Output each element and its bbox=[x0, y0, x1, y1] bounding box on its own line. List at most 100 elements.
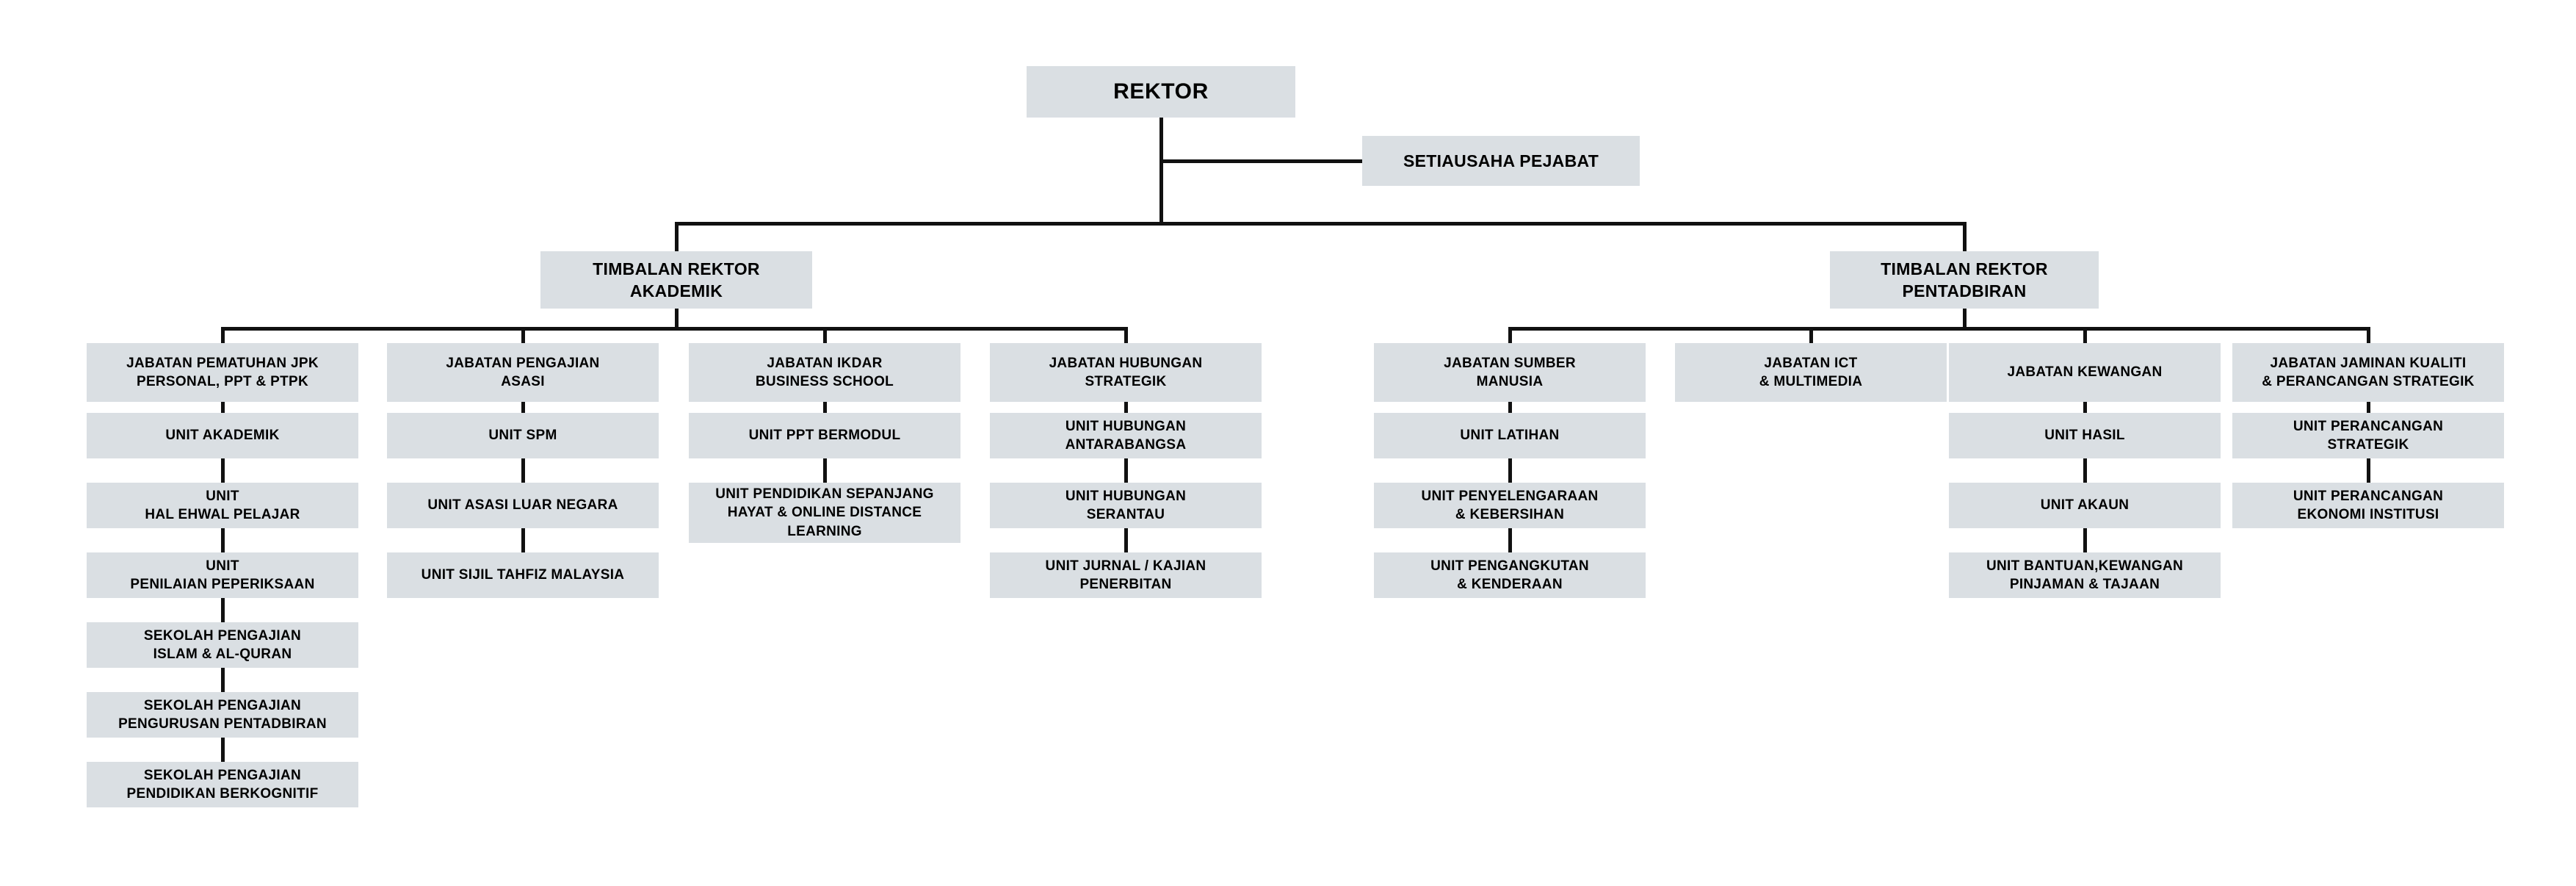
node-sekolah-pengajian-pengurusan-pentadbiran: SEKOLAH PENGAJIAN PENGURUSAN PENTADBIRAN bbox=[87, 692, 358, 738]
node-unit-jurnal-kajian-penerbitan-label: UNIT JURNAL / KAJIAN PENERBITAN bbox=[1045, 558, 1206, 592]
node-unit-hal-ehwal-pelajar-label: UNIT HAL EHWAL PELAJAR bbox=[145, 488, 300, 522]
connector-unit-stub-1-2 bbox=[521, 528, 525, 552]
connector-unit-stub-3-1 bbox=[1124, 458, 1128, 483]
node-jabatan-kewangan-label: JABATAN KEWANGAN bbox=[2007, 364, 2163, 381]
node-unit-hubungan-serantau-label: UNIT HUBUNGAN SERANTAU bbox=[1065, 488, 1187, 522]
node-jabatan-hubungan-strategik-label: JABATAN HUBUNGAN STRATEGIK bbox=[1049, 355, 1203, 389]
node-unit-akademik: UNIT AKADEMIK bbox=[87, 413, 358, 458]
node-jabatan-hubungan-strategik: JABATAN HUBUNGAN STRATEGIK bbox=[990, 343, 1262, 402]
node-timbalan-rektor-akademik-label: TIMBALAN REKTOR AKADEMIK bbox=[593, 259, 760, 300]
node-unit-perancangan-ekonomi-institusi: UNIT PERANCANGAN EKONOMI INSTITUSI bbox=[2232, 483, 2504, 528]
node-unit-hal-ehwal-pelajar: UNIT HAL EHWAL PELAJAR bbox=[87, 483, 358, 528]
node-unit-penilaian-peperiksaan-label: UNIT PENILAIAN PEPERIKSAAN bbox=[130, 558, 315, 592]
connector-unit-stub-1-1 bbox=[521, 458, 525, 483]
node-setiausaha-pejabat-label: SETIAUSAHA PEJABAT bbox=[1403, 151, 1599, 170]
node-unit-pengangkutan-kenderaan-label: UNIT PENGANGKUTAN & KENDERAAN bbox=[1430, 558, 1589, 592]
node-unit-penyelengaraan-kebersihan-label: UNIT PENYELENGARAAN & KEBERSIHAN bbox=[1421, 488, 1599, 522]
connector-dept-drop-2 bbox=[823, 327, 827, 343]
node-unit-ppt-bermodul-label: UNIT PPT BERMODUL bbox=[748, 428, 901, 444]
connector-deputy-drop-0 bbox=[675, 222, 679, 251]
connector-deputy-stem-0 bbox=[675, 309, 679, 327]
node-unit-pendidikan-sepanjang-hayat-online-distanc-label: UNIT PENDIDIKAN SEPANJANG HAYAT & ONLINE… bbox=[715, 486, 934, 539]
node-unit-latihan: UNIT LATIHAN bbox=[1374, 413, 1646, 458]
node-unit-perancangan-ekonomi-institusi-label: UNIT PERANCANGAN EKONOMI INSTITUSI bbox=[2293, 488, 2444, 522]
node-jabatan-pengajian-asasi-label: JABATAN PENGAJIAN ASASI bbox=[446, 355, 600, 389]
node-timbalan-rektor-pentadbiran-label: TIMBALAN REKTOR PENTADBIRAN bbox=[1881, 259, 2048, 300]
node-unit-pendidikan-sepanjang-hayat-online-distanc: UNIT PENDIDIKAN SEPANJANG HAYAT & ONLINE… bbox=[689, 483, 960, 543]
node-unit-perancangan-strategik: UNIT PERANCANGAN STRATEGIK bbox=[2232, 413, 2504, 458]
node-jabatan-sumber-manusia-label: JABATAN SUMBER MANUSIA bbox=[1444, 355, 1576, 389]
connector-unit-stub-2-1 bbox=[823, 458, 827, 483]
node-setiausaha-pejabat: SETIAUSAHA PEJABAT bbox=[1362, 136, 1640, 186]
node-unit-hubungan-antarabangsa-label: UNIT HUBUNGAN ANTARABANGSA bbox=[1065, 418, 1187, 453]
connector-deputy-stem-1 bbox=[1963, 309, 1967, 327]
node-unit-hubungan-antarabangsa: UNIT HUBUNGAN ANTARABANGSA bbox=[990, 413, 1262, 458]
node-jabatan-pematuhan-jpk-personal-ppt-ptpk-label: JABATAN PEMATUHAN JPK PERSONAL, PPT & PT… bbox=[126, 355, 319, 389]
node-unit-asasi-luar-negara-label: UNIT ASASI LUAR NEGARA bbox=[427, 497, 618, 514]
node-unit-spm-label: UNIT SPM bbox=[488, 428, 557, 444]
connector-unit-stub-4-1 bbox=[1508, 458, 1512, 483]
node-unit-perancangan-strategik-label: UNIT PERANCANGAN STRATEGIK bbox=[2293, 418, 2444, 453]
node-jabatan-pematuhan-jpk-personal-ppt-ptpk: JABATAN PEMATUHAN JPK PERSONAL, PPT & PT… bbox=[87, 343, 358, 402]
connector-unit-stub-0-0 bbox=[221, 402, 225, 413]
node-sekolah-pengajian-islam-al-quran-label: SEKOLAH PENGAJIAN ISLAM & AL-QURAN bbox=[143, 627, 302, 662]
node-sekolah-pengajian-pendidikan-berkognitif: SEKOLAH PENGAJIAN PENDIDIKAN BERKOGNITIF bbox=[87, 762, 358, 807]
node-timbalan-rektor-pentadbiran: TIMBALAN REKTOR PENTADBIRAN bbox=[1830, 251, 2099, 309]
node-unit-bantuan-kewangan-pinjaman-tajaan-label: UNIT BANTUAN,KEWANGAN PINJAMAN & TAJAAN bbox=[1986, 558, 2184, 592]
node-sekolah-pengajian-pengurusan-pentadbiran-label: SEKOLAH PENGAJIAN PENGURUSAN PENTADBIRAN bbox=[118, 697, 327, 732]
connector-unit-stub-2-0 bbox=[823, 402, 827, 413]
node-jabatan-sumber-manusia: JABATAN SUMBER MANUSIA bbox=[1374, 343, 1646, 402]
node-timbalan-rektor-akademik: TIMBALAN REKTOR AKADEMIK bbox=[540, 251, 812, 309]
node-jabatan-pengajian-asasi: JABATAN PENGAJIAN ASASI bbox=[387, 343, 659, 402]
node-unit-latihan-label: UNIT LATIHAN bbox=[1460, 428, 1560, 444]
node-sekolah-pengajian-islam-al-quran: SEKOLAH PENGAJIAN ISLAM & AL-QURAN bbox=[87, 622, 358, 668]
connector-unit-stub-6-0 bbox=[2083, 402, 2087, 413]
connector-dept-drop-0 bbox=[221, 327, 225, 343]
connector-dept-drop-3 bbox=[1124, 327, 1128, 343]
connector-dept-drop-1 bbox=[521, 327, 525, 343]
node-unit-jurnal-kajian-penerbitan: UNIT JURNAL / KAJIAN PENERBITAN bbox=[990, 552, 1262, 598]
node-unit-sijil-tahfiz-malaysia-label: UNIT SIJIL TAHFIZ MALAYSIA bbox=[421, 567, 625, 583]
node-unit-hasil-label: UNIT HASIL bbox=[2044, 428, 2125, 444]
node-unit-hasil: UNIT HASIL bbox=[1949, 413, 2221, 458]
connector-rektor-spine bbox=[1159, 118, 1163, 222]
connector-level2-bar-0 bbox=[221, 327, 1128, 331]
node-jabatan-jaminan-kualiti-perancangan-strategik: JABATAN JAMINAN KUALITI & PERANCANGAN ST… bbox=[2232, 343, 2504, 402]
node-unit-bantuan-kewangan-pinjaman-tajaan: UNIT BANTUAN,KEWANGAN PINJAMAN & TAJAAN bbox=[1949, 552, 2221, 598]
node-unit-sijil-tahfiz-malaysia: UNIT SIJIL TAHFIZ MALAYSIA bbox=[387, 552, 659, 598]
node-jabatan-jaminan-kualiti-perancangan-strategik-label: JABATAN JAMINAN KUALITI & PERANCANGAN ST… bbox=[2262, 355, 2475, 389]
node-jabatan-ict-multimedia-label: JABATAN ICT & MULTIMEDIA bbox=[1759, 355, 1863, 389]
connector-unit-stub-1-0 bbox=[521, 402, 525, 413]
connector-dept-drop-7 bbox=[2367, 327, 2370, 343]
node-jabatan-kewangan: JABATAN KEWANGAN bbox=[1949, 343, 2221, 402]
connector-dept-drop-4 bbox=[1508, 327, 1512, 343]
connector-unit-stub-0-5 bbox=[221, 738, 225, 762]
node-rektor: REKTOR bbox=[1027, 66, 1295, 118]
node-unit-penilaian-peperiksaan: UNIT PENILAIAN PEPERIKSAAN bbox=[87, 552, 358, 598]
connector-unit-stub-7-0 bbox=[2367, 402, 2370, 413]
node-unit-akaun: UNIT AKAUN bbox=[1949, 483, 2221, 528]
node-unit-akaun-label: UNIT AKAUN bbox=[2040, 497, 2130, 514]
connector-unit-stub-0-3 bbox=[221, 598, 225, 622]
node-unit-akademik-label: UNIT AKADEMIK bbox=[165, 428, 280, 444]
connector-level2-bar-1 bbox=[1508, 327, 2370, 331]
connector-unit-stub-6-1 bbox=[2083, 458, 2087, 483]
connector-unit-stub-0-1 bbox=[221, 458, 225, 483]
node-unit-pengangkutan-kenderaan: UNIT PENGANGKUTAN & KENDERAAN bbox=[1374, 552, 1646, 598]
node-unit-asasi-luar-negara: UNIT ASASI LUAR NEGARA bbox=[387, 483, 659, 528]
node-unit-ppt-bermodul: UNIT PPT BERMODUL bbox=[689, 413, 960, 458]
connector-unit-stub-6-2 bbox=[2083, 528, 2087, 552]
node-jabatan-ikdar-business-school: JABATAN IKDAR BUSINESS SCHOOL bbox=[689, 343, 960, 402]
connector-unit-stub-4-2 bbox=[1508, 528, 1512, 552]
connector-unit-stub-4-0 bbox=[1508, 402, 1512, 413]
node-unit-penyelengaraan-kebersihan: UNIT PENYELENGARAAN & KEBERSIHAN bbox=[1374, 483, 1646, 528]
connector-unit-stub-0-2 bbox=[221, 528, 225, 552]
node-jabatan-ikdar-business-school-label: JABATAN IKDAR BUSINESS SCHOOL bbox=[755, 355, 894, 389]
connector-unit-stub-3-2 bbox=[1124, 528, 1128, 552]
connector-unit-stub-3-0 bbox=[1124, 402, 1128, 413]
node-sekolah-pengajian-pendidikan-berkognitif-label: SEKOLAH PENGAJIAN PENDIDIKAN BERKOGNITIF bbox=[126, 767, 319, 802]
connector-unit-stub-7-1 bbox=[2367, 458, 2370, 483]
connector-level1-bar bbox=[675, 222, 1967, 226]
connector-deputy-drop-1 bbox=[1963, 222, 1967, 251]
